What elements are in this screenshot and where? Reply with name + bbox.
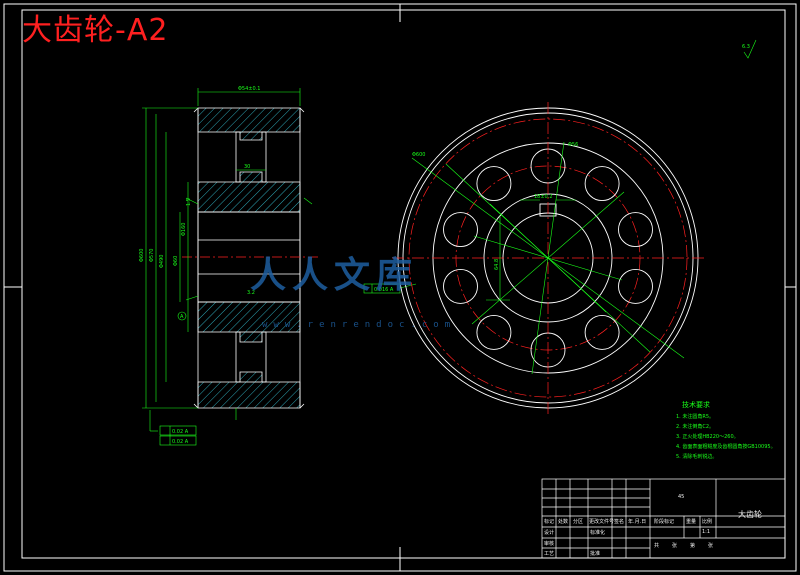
tech-item: 2. 未注倒角C2。	[676, 424, 715, 430]
tol-frame-left-1	[159, 425, 197, 436]
dim-bore: Φ160	[181, 223, 187, 236]
lightening-hole	[476, 166, 512, 202]
tb-label-design: 设计	[544, 530, 555, 536]
tb-row-label: 签名	[614, 519, 625, 525]
watermark-url: www.renrendoc.com	[262, 320, 457, 330]
tb-sheet-label: 张	[672, 543, 678, 549]
tech-item: 1. 未注圆角R5。	[676, 414, 715, 420]
dim-keyway-width: 18±0.2	[534, 194, 553, 200]
dim-hole-pattern: Φ56	[568, 142, 578, 148]
tol-frame-left-2	[159, 435, 197, 446]
lower-rim-section	[197, 371, 301, 409]
tb-row-label: 标记	[544, 519, 555, 525]
tol-left-value: 0.02 A	[172, 429, 189, 435]
drawing-frame	[21, 9, 786, 559]
lightening-hole	[618, 212, 653, 248]
tb-label-process: 工艺	[544, 551, 555, 557]
tb-sheet-label: 张	[708, 543, 714, 549]
dim-d2: Φ570	[149, 249, 155, 262]
datum-a-circle	[177, 311, 187, 321]
tech-item: 3. 正火处理HB220～260。	[676, 434, 739, 440]
upper-rim-section	[197, 107, 301, 141]
tb-scale-label: 比例	[702, 519, 713, 525]
front-view	[392, 102, 706, 414]
tech-item: 5. 清除毛刺锐边。	[676, 454, 718, 460]
roughness-symbol	[743, 39, 757, 59]
lightening-hole	[443, 212, 478, 248]
watermark-text: 人人文库	[250, 255, 419, 296]
tb-stage-label: 阶段标记	[654, 519, 675, 525]
tb-sheet-label: 第	[690, 543, 696, 549]
lightening-hole	[584, 166, 620, 202]
upper-web	[235, 131, 267, 183]
tb-row-label: 更改文件号	[589, 519, 615, 525]
tb-material: 45	[678, 494, 685, 500]
lightening-hole	[618, 268, 653, 304]
tb-scale-value: 1:1	[702, 529, 711, 535]
dim-top-width: Φ54±0.1	[238, 86, 260, 92]
upper-hub-section	[197, 171, 301, 213]
tech-item: 4. 齿面表面粗糙度及齿根圆角按GB10095。	[676, 444, 776, 450]
dim-ra: 3.2	[247, 290, 255, 296]
dim-d4: Φ60	[173, 256, 179, 266]
dim-d3: Φ490	[159, 255, 165, 268]
dim-hub-width: 30	[244, 164, 250, 170]
front-dims	[411, 141, 685, 375]
tb-row-label: 年.月.日	[628, 519, 647, 525]
tb-label-review: 审核	[544, 541, 555, 547]
datum-a-label: A	[180, 314, 184, 320]
tb-label-approve: 批准	[590, 551, 601, 557]
tb-row-label: 分区	[573, 519, 584, 525]
dim-keyway-depth: 64.8	[494, 259, 500, 270]
tol-right-value: 0.016 A	[374, 287, 394, 293]
title-block-lines	[541, 478, 786, 559]
lightening-hole	[476, 314, 512, 350]
tb-label-standard: 标准化	[590, 530, 606, 536]
lightening-hole	[584, 314, 620, 350]
tb-part-name: 大齿轮	[738, 510, 762, 519]
tol-left-value-2: 0.02 A	[172, 439, 189, 445]
section-view: Φ54±0.1 30 Φ600 Φ570 Φ490 Φ60 Φ160 1.5 3…	[139, 86, 417, 446]
lower-web	[235, 331, 267, 383]
tol-frame-right	[363, 283, 401, 294]
tb-row-label: 处数	[558, 519, 569, 525]
dim-front-outer: Φ600	[412, 152, 425, 158]
tb-weight-label: 重量	[686, 519, 697, 525]
drawing-title: 大齿轮-A2	[22, 13, 169, 48]
tech-heading: 技术要求	[682, 401, 710, 409]
tech-requirements: 技术要求 1. 未注圆角R5。 2. 未注倒角C2。 3. 正火处理HB220～…	[676, 400, 776, 462]
dim-chamfer: 1.5	[186, 198, 192, 206]
dim-d1: Φ600	[139, 249, 145, 262]
tb-sheet-label: 共	[654, 543, 660, 549]
lightening-hole	[443, 268, 478, 304]
roughness-value: 6.3	[742, 44, 750, 50]
